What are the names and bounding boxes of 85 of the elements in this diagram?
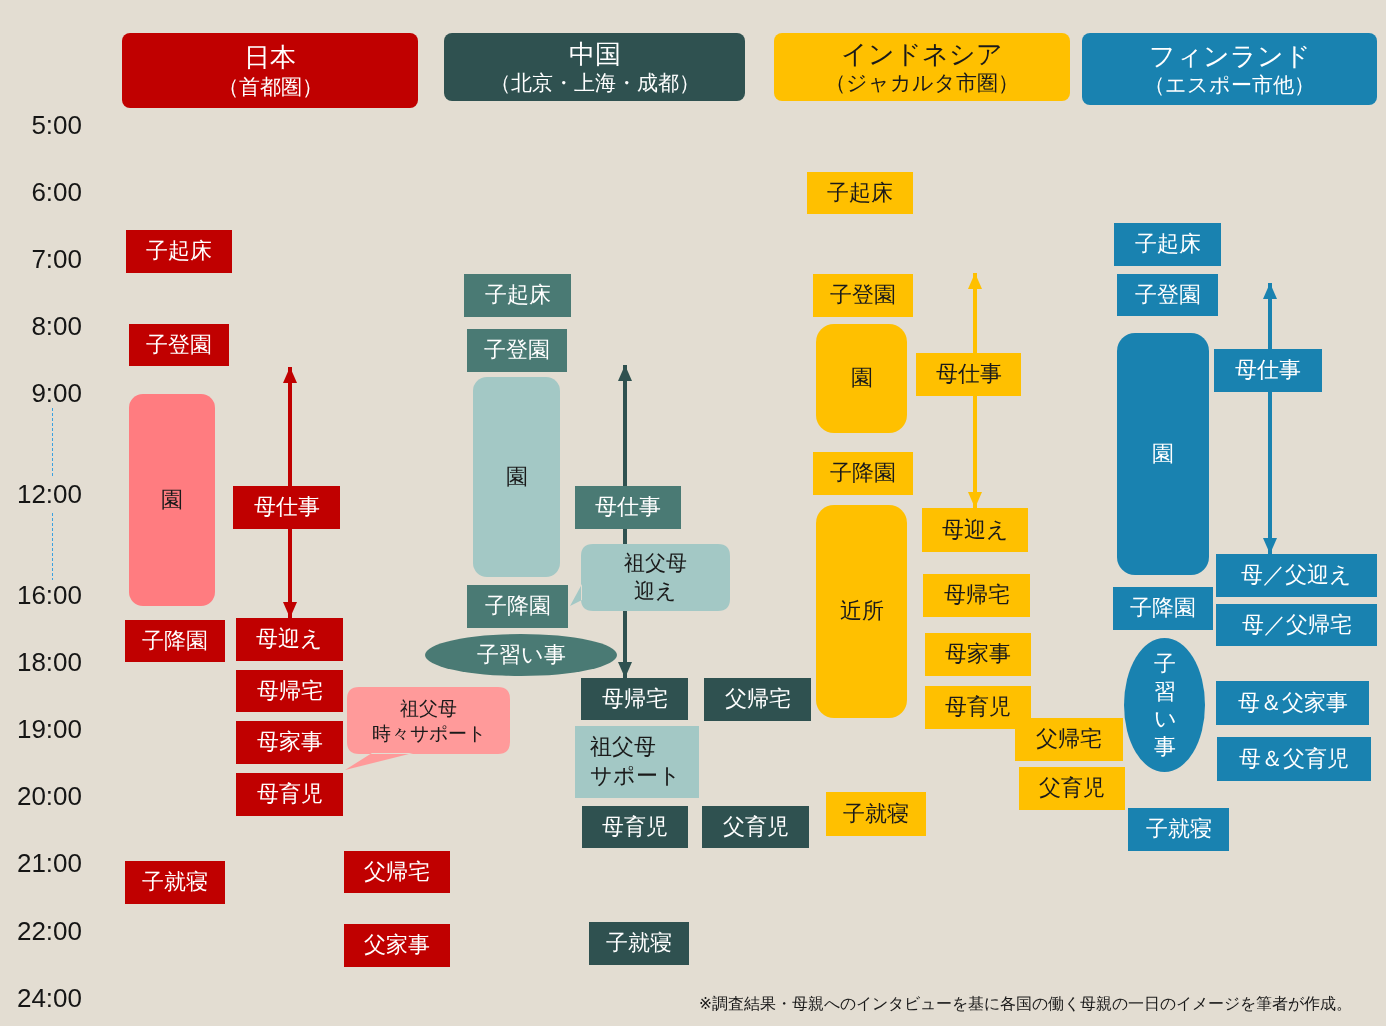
- footnote: ※調査結果・母親へのインタビューを基に各国の働く母親の一日のイメージを筆者が作成。: [699, 994, 1352, 1015]
- country-header: [444, 33, 745, 101]
- time-label: 24:00: [15, 982, 82, 1014]
- time-label: 18:00: [15, 646, 82, 678]
- time-label: 8:00: [30, 310, 82, 342]
- time-label: 20:00: [15, 780, 82, 812]
- activity-box: 母帰宅: [581, 678, 688, 720]
- activity-box: 父育児: [702, 806, 809, 848]
- activity-box: 母迎え: [922, 508, 1028, 552]
- speech-bubble: 祖父母時々サポート: [345, 687, 510, 770]
- activity-box: 子降園: [1113, 587, 1213, 630]
- activity-box: 子登園: [129, 324, 229, 366]
- time-label: 7:00: [30, 243, 82, 275]
- header-subtitle: （北京・上海・成都）: [489, 70, 700, 97]
- time-block: 近所: [816, 505, 907, 718]
- activity-box: 母仕事: [916, 353, 1021, 396]
- arrow: [968, 396, 982, 508]
- activity-box: 父帰宅: [344, 851, 450, 893]
- time-block: 園: [473, 377, 560, 577]
- time-label: 21:00: [15, 847, 82, 879]
- arrow: [283, 367, 297, 486]
- activity-box: 母＆父育児: [1217, 737, 1371, 781]
- activity-box: 子登園: [467, 329, 567, 372]
- activity-box: 母帰宅: [236, 670, 343, 712]
- time-block: 園: [816, 324, 907, 433]
- activity-box: 子就寝: [1128, 808, 1229, 851]
- header-subtitle: （首都圏）: [217, 73, 323, 100]
- country-header: [774, 33, 1070, 101]
- activity-box: 子起床: [1114, 223, 1221, 266]
- activity-box: 祖父母サポート: [575, 726, 699, 798]
- header-subtitle: （エスポー市他）: [1144, 72, 1315, 99]
- activity-box: 母仕事: [1214, 349, 1322, 392]
- time-label: 16:00: [15, 579, 82, 611]
- activity-box: 母＆父家事: [1216, 681, 1369, 725]
- country-header: [122, 33, 418, 108]
- activity-box: 子就寝: [826, 792, 926, 836]
- activity-box: 子起床: [807, 172, 913, 214]
- time-label: 6:00: [30, 176, 82, 208]
- time-label: 19:00: [15, 713, 82, 745]
- country-header: [1082, 33, 1377, 105]
- activity-box: 子起床: [126, 230, 232, 273]
- activity-box: 父帰宅: [1015, 718, 1123, 761]
- activity-box: 母／父迎え: [1216, 554, 1377, 597]
- activity-box: 母育児: [582, 806, 688, 848]
- activity-box: 子登園: [1117, 274, 1218, 316]
- time-label: 9:00: [30, 377, 82, 409]
- activity-box: 父家事: [344, 924, 450, 967]
- header-title: 日本: [244, 41, 296, 74]
- activity-ellipse: 子習い事: [1124, 638, 1205, 772]
- activity-box: 母帰宅: [923, 574, 1030, 617]
- activity-box: 母仕事: [575, 486, 681, 529]
- arrow: [1263, 392, 1277, 554]
- activity-box: 父帰宅: [704, 678, 811, 721]
- time-label: 22:00: [15, 915, 82, 947]
- arrow: [968, 273, 982, 353]
- header-title: フィンランド: [1148, 39, 1311, 73]
- activity-box: 子登園: [813, 274, 913, 317]
- activity-ellipse: 子習い事: [425, 634, 617, 676]
- arrow: [1263, 283, 1277, 349]
- activity-box: 母育児: [236, 773, 343, 816]
- activity-box: 母育児: [925, 686, 1031, 729]
- header-title: インドネシア: [841, 37, 1003, 71]
- time-label: 12:00: [15, 478, 82, 510]
- arrow: [283, 529, 297, 618]
- activity-box: 子降園: [813, 452, 913, 495]
- activity-box: 母家事: [236, 721, 343, 764]
- activity-box: 母仕事: [233, 486, 340, 529]
- arrow: [618, 365, 632, 486]
- time-block: 園: [129, 394, 215, 606]
- activity-box: 父育児: [1019, 767, 1125, 810]
- header-title: 中国: [568, 37, 621, 71]
- activity-box: 子降園: [125, 620, 225, 662]
- time-label: 5:00: [30, 109, 82, 141]
- speech-bubble: 祖父母迎え: [570, 544, 730, 611]
- activity-box: 母迎え: [236, 618, 343, 661]
- connector-line: [623, 529, 627, 544]
- activity-box: 子降園: [467, 585, 568, 628]
- activity-box: 子就寝: [589, 922, 689, 965]
- header-subtitle: （ジャカルタ市圏）: [825, 70, 1019, 97]
- activity-box: 母／父帰宅: [1216, 604, 1377, 646]
- activity-box: 母家事: [925, 633, 1031, 676]
- time-block: 園: [1117, 333, 1209, 575]
- arrow: [618, 611, 632, 678]
- activity-box: 子起床: [464, 274, 571, 317]
- activity-box: 子就寝: [125, 861, 225, 904]
